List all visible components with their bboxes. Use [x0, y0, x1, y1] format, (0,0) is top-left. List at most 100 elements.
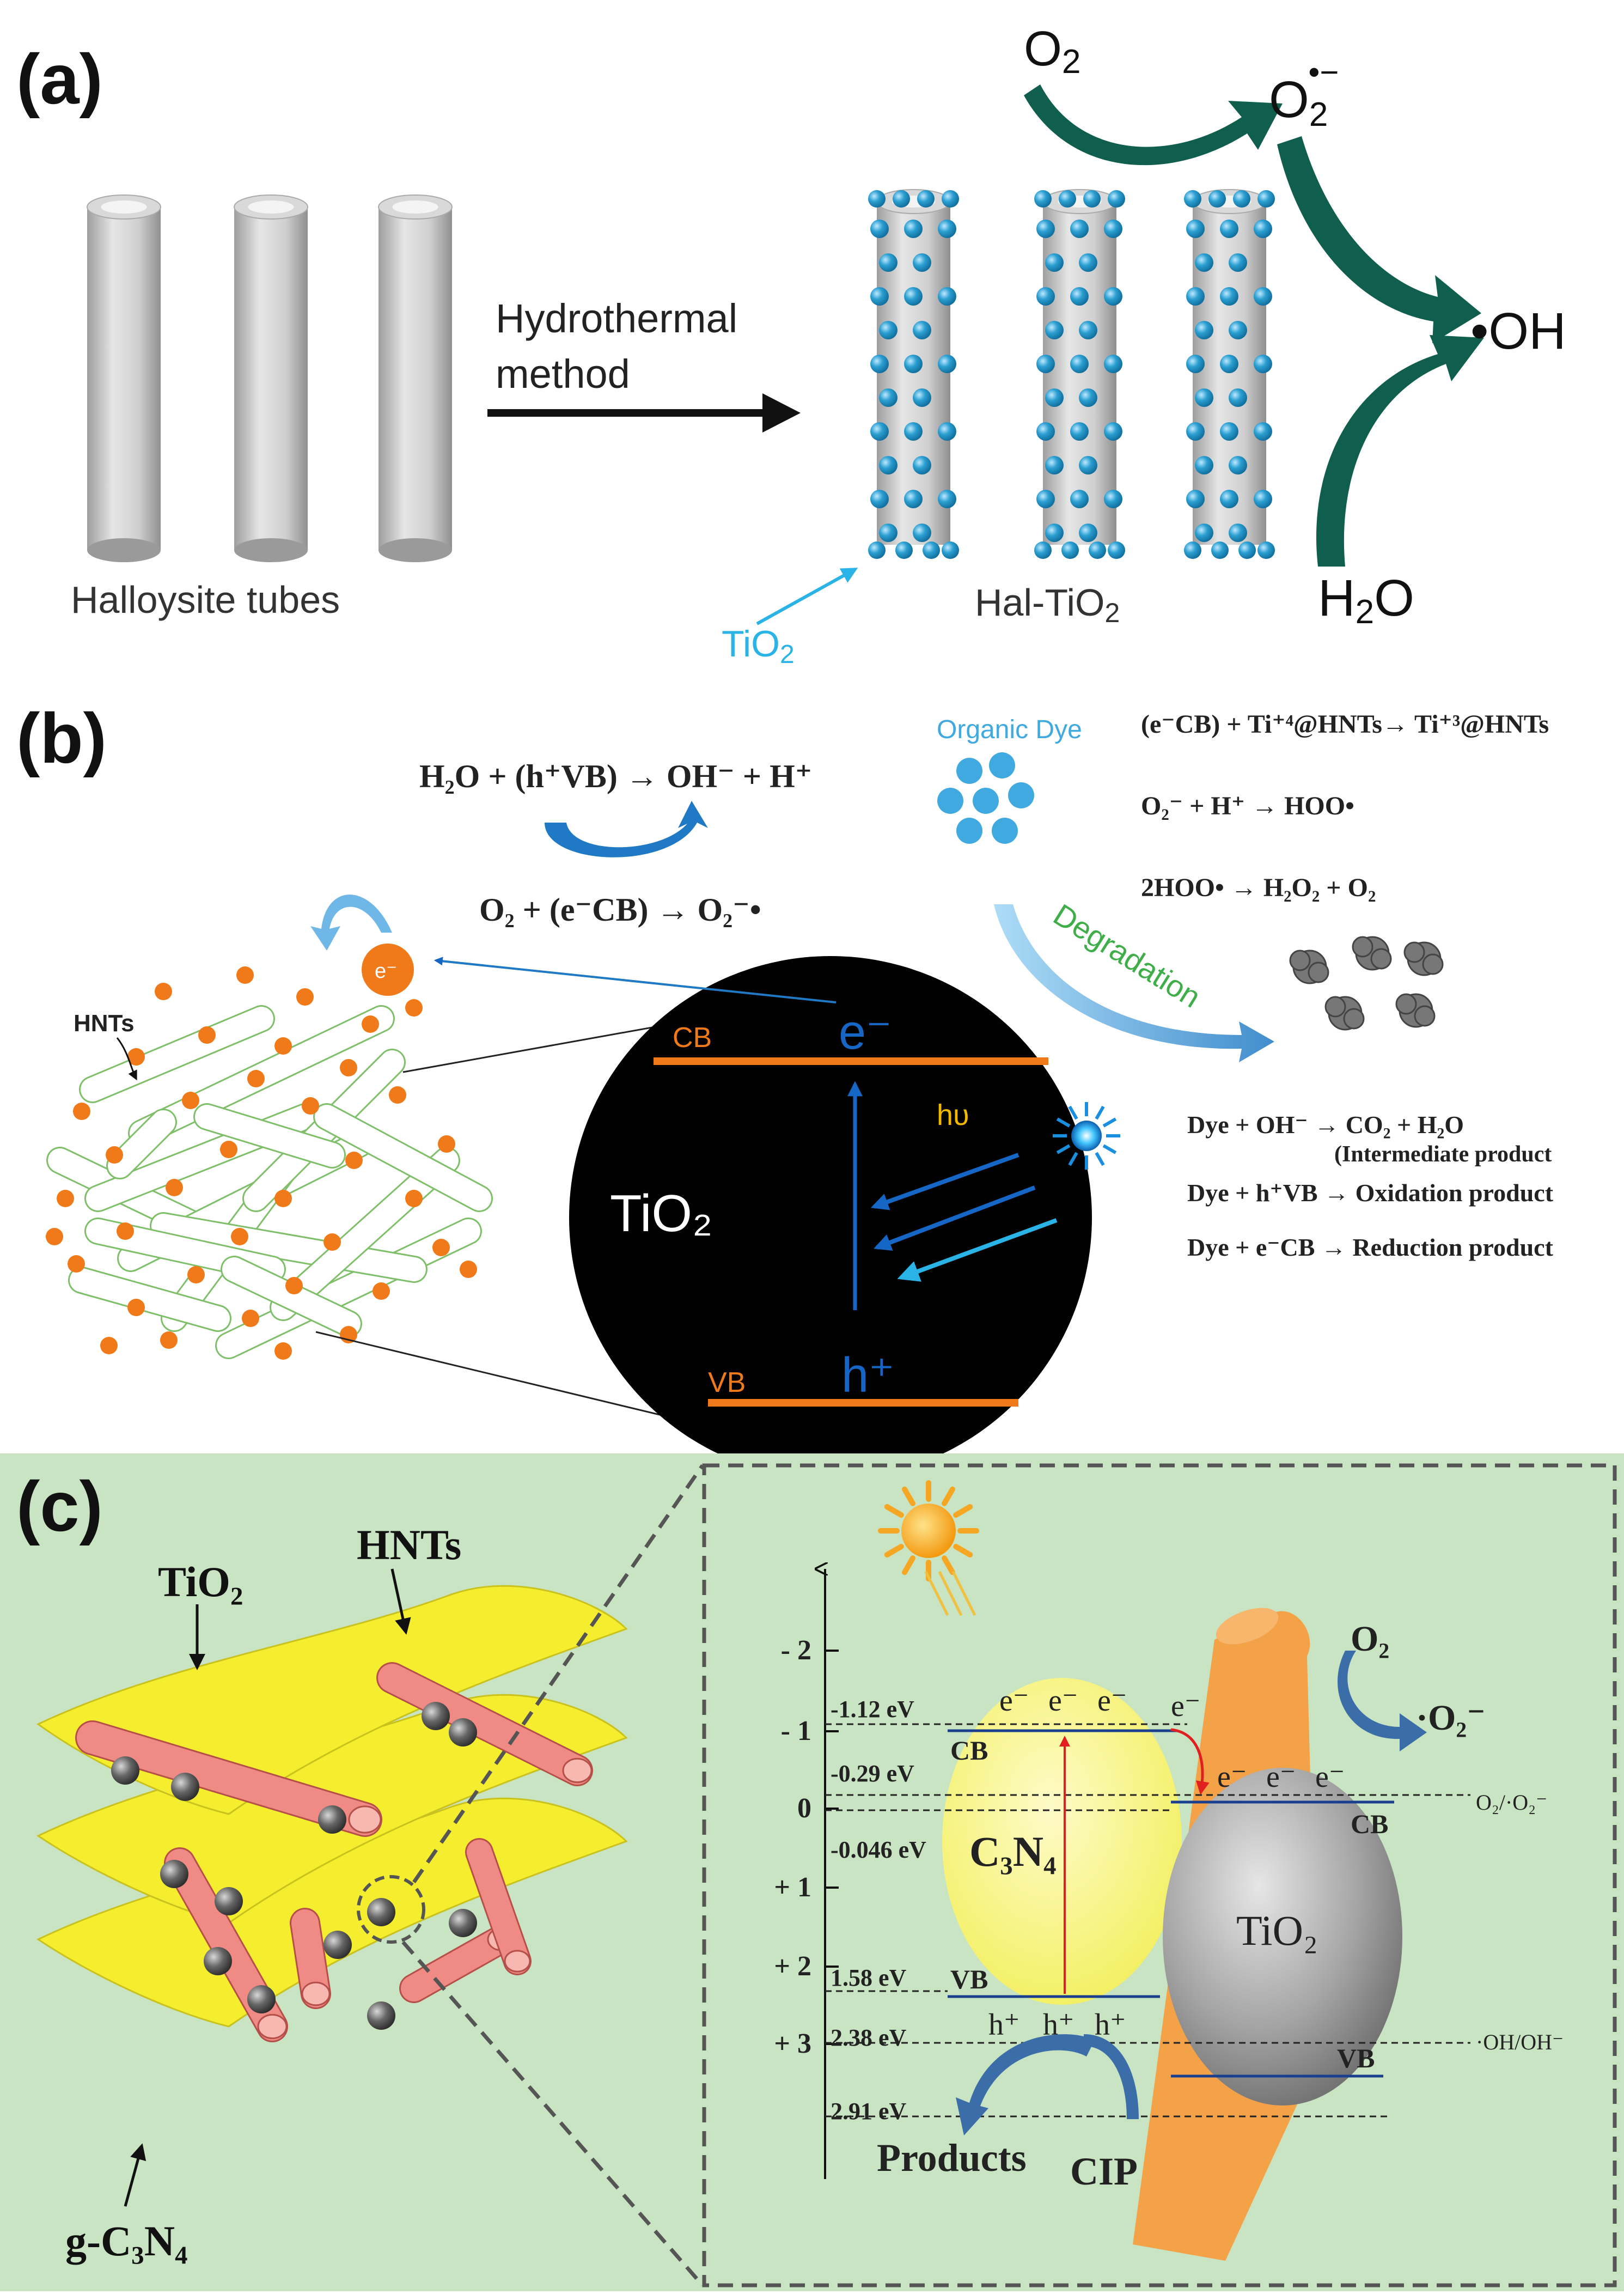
- c3n4-cb-label: CB: [950, 1735, 988, 1766]
- dye-molecule: [992, 818, 1018, 844]
- sun-ray-c: [884, 1504, 904, 1518]
- tio2-particle: [868, 541, 886, 559]
- eq-water-oxidation: H₂O + (h⁺VB) → OH⁻ + H⁺: [419, 758, 812, 794]
- tio2-particle-b: [160, 1331, 178, 1349]
- tio2-particle: [938, 220, 956, 238]
- hnt-tube-c: [75, 1720, 382, 1837]
- panel-a: (a) Halloysite tubes Hydrothermal method…: [16, 22, 1566, 669]
- tio2-particle-b: [274, 1190, 292, 1207]
- tio2-particle: [923, 541, 940, 559]
- tio2-particle-c: [422, 1702, 450, 1730]
- hnt-tube-c: [376, 1662, 593, 1786]
- light-ray-2: [874, 1185, 1036, 1251]
- c3n4-electron-3: e⁻: [1097, 1684, 1127, 1718]
- sun-ray-b: [1056, 1117, 1071, 1128]
- tio2-particle: [904, 490, 923, 508]
- tio2-particle-b: [405, 1190, 423, 1207]
- c3n4-hole-1: h⁺: [988, 2008, 1020, 2042]
- eq-oxygen-reduction: O₂ + (e⁻CB) → O₂⁻•: [479, 892, 761, 928]
- dye-molecule: [956, 818, 982, 844]
- tio2-particle: [1229, 456, 1247, 474]
- products-arrow-left: [956, 2034, 1095, 2135]
- zoom-circle: [357, 1875, 425, 1944]
- ev-label-1: -1.12 eV: [831, 1696, 914, 1723]
- tio2-particle: [1079, 456, 1097, 474]
- c3n4-vb-label: VB: [950, 1964, 988, 1994]
- tio2-particle-b: [166, 1179, 183, 1196]
- tio2-particle: [938, 490, 956, 508]
- tio2-particle: [1036, 355, 1055, 373]
- tio2-particle: [1186, 422, 1205, 441]
- tio2-particle-b: [389, 1086, 406, 1104]
- tio2-vb-label: VB: [1337, 2043, 1375, 2073]
- tio2-particle: [1186, 490, 1205, 508]
- tio2-particle-b: [73, 1103, 90, 1120]
- organic-dye-label: Organic Dye: [937, 715, 1082, 744]
- tio2-particle: [1211, 541, 1229, 559]
- tio2-particle: [1045, 388, 1064, 407]
- tio2-label-b: TiO₂: [610, 1184, 712, 1243]
- sun-ray-c: [902, 1555, 915, 1575]
- tio2-particle: [1220, 220, 1238, 238]
- tio2-particle-b: [198, 1026, 216, 1044]
- eq-h2o2-formation: 2HOO• → H₂O₂ + O₂: [1141, 873, 1376, 902]
- tio2-particle: [1036, 422, 1055, 441]
- tio2-particle: [917, 190, 935, 208]
- tio2-label-c: TiO₂: [158, 1558, 243, 1605]
- tio2-particle-b: [274, 1037, 292, 1055]
- tio2-particle: [1186, 355, 1205, 373]
- halloysite-tubes: [87, 194, 453, 562]
- hnt-tube-c: [290, 1908, 331, 2009]
- tio2-particle: [879, 524, 898, 542]
- hnt-stick-fill: [108, 1110, 175, 1178]
- tio2-particle-c: [367, 2001, 395, 2030]
- superoxide-label: O2•−: [1269, 54, 1339, 133]
- tio2-particle: [1254, 220, 1272, 238]
- sun-ray-c-1: [924, 1571, 949, 1616]
- tio2-particle-b: [242, 1310, 259, 1327]
- tio2-particle: [1220, 355, 1238, 373]
- tio2-particle-c: [111, 1756, 139, 1785]
- panel-a-label: (a): [16, 39, 103, 119]
- tio2-particle: [868, 190, 886, 208]
- light-ray-1: [870, 1153, 1019, 1210]
- tio2-particle: [1220, 490, 1238, 508]
- c3n4-hole-3: h⁺: [1095, 2008, 1126, 2042]
- tio2-particle-c: [215, 1887, 243, 1915]
- eq-ti-reduction: (e⁻CB) + Ti⁺⁴@HNTs→ Ti⁺³@HNTs: [1141, 710, 1549, 739]
- tio2-particle: [1229, 388, 1247, 407]
- eq-dye-oh-product: (Intermediate product: [1334, 1142, 1552, 1167]
- eq-hoo-formation: O₂⁻ + H⁺ → HOO•: [1141, 792, 1354, 820]
- tio2-particle: [1229, 321, 1247, 339]
- tio2-particle-c: [323, 1931, 352, 1959]
- c3n4-electron-1: e⁻: [999, 1684, 1029, 1718]
- tio2-particle-b: [302, 1097, 319, 1115]
- tio2-particle-b: [236, 966, 254, 984]
- ref-o2-label: O₂/·O₂⁻: [1476, 1790, 1547, 1815]
- tio2-particle: [1079, 253, 1097, 272]
- tio2-particle: [1184, 190, 1201, 208]
- tio2-pointer-arrow: [756, 568, 858, 625]
- tio2-particle-b: [362, 1015, 379, 1033]
- axis-tick-label: + 2: [774, 1951, 811, 1982]
- water-label: H2O: [1318, 569, 1414, 631]
- gc3n4-pointer: [124, 2143, 146, 2207]
- ev-label-2: -0.29 eV: [831, 1760, 914, 1787]
- tio2-particle-c: [171, 1773, 199, 1801]
- c3n4-label: C₃N₄: [969, 1828, 1056, 1875]
- tio2-band-circle: [569, 956, 1092, 1479]
- tio2-particle: [1254, 355, 1272, 373]
- tio2-particle: [1045, 524, 1064, 542]
- cycle-arrow-electron: [310, 895, 392, 951]
- tio2-particle: [870, 287, 889, 306]
- halloysite-tube: [234, 194, 308, 562]
- zoom-box: [702, 1463, 1617, 2287]
- tio2-particle: [1045, 456, 1064, 474]
- electron-ball-label: e⁻: [375, 960, 397, 983]
- sun-ray-b: [1068, 1105, 1078, 1120]
- hnt-rod-end: [1216, 1608, 1279, 1645]
- hnt-stick-fill: [70, 1268, 230, 1330]
- ev-label-4: 1.58 eV: [831, 1964, 907, 1991]
- residue-blob: [1289, 950, 1329, 984]
